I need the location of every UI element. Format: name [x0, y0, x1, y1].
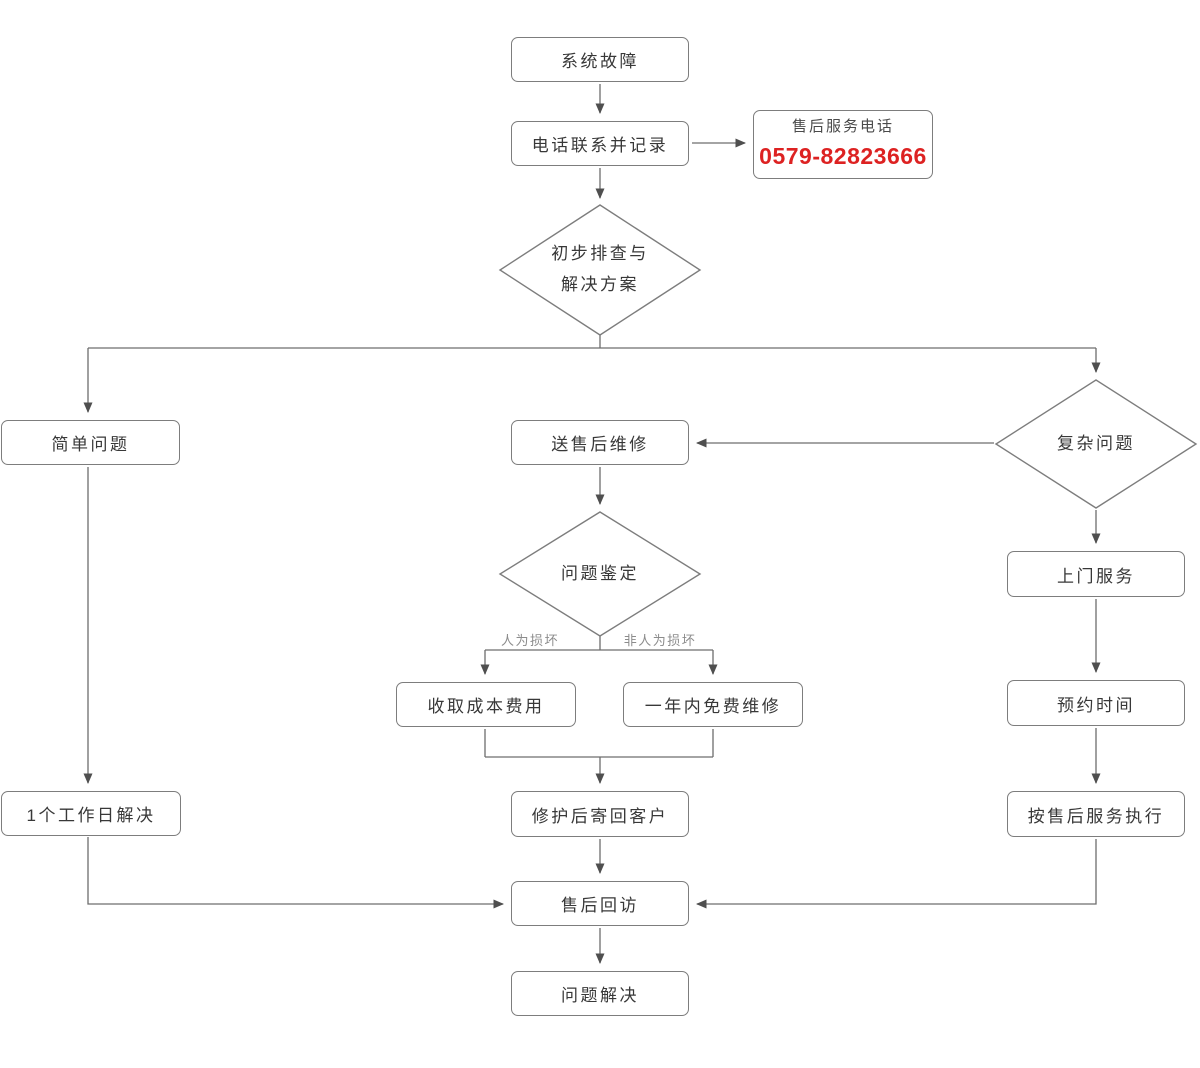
hotline-title: 售后服务电话 [791, 118, 894, 135]
hotline-number: 0579-82823666 [759, 142, 927, 169]
node-return-customer: 修护后寄回客户 [511, 791, 689, 837]
node-followup: 售后回访 [511, 881, 689, 926]
edge-execute-to-followup [696, 839, 1097, 909]
node-door-service: 上门服务 [1007, 551, 1185, 597]
node-simple-problem: 简单问题 [1, 420, 180, 465]
node-one-day-resolve: 1个工作日解决 [1, 791, 181, 836]
diamond-complex-shape [994, 379, 1198, 509]
node-phone-contact-label: 电话联系并记录 [531, 136, 669, 155]
node-return-customer-label: 修护后寄回客户 [531, 806, 669, 826]
node-solved-label: 问题解决 [561, 986, 639, 1005]
node-charge-cost-label: 收取成本费用 [427, 697, 545, 716]
node-charge-cost: 收取成本费用 [396, 682, 576, 727]
node-send-repair: 送售后维修 [511, 420, 689, 465]
node-free-repair: 一年内免费维修 [623, 682, 803, 727]
edge-label-human-damage: 人为损坏 [500, 633, 559, 648]
node-hotline-info: 售后服务电话 0579-82823666 [753, 110, 933, 179]
diamond-triage-shape [498, 204, 702, 336]
node-system-fault: 系统故障 [511, 37, 689, 82]
node-send-repair-label: 送售后维修 [551, 435, 649, 454]
node-free-repair-label: 一年内免费维修 [644, 697, 782, 716]
node-phone-contact: 电话联系并记录 [511, 121, 689, 166]
node-one-day-resolve-label: 1个工作日解决 [26, 806, 156, 825]
node-execute-sop-label: 按售后服务执行 [1027, 806, 1165, 826]
node-system-fault-label: 系统故障 [561, 52, 639, 71]
node-simple-problem-label: 简单问题 [51, 435, 130, 454]
node-appointment: 预约时间 [1007, 680, 1185, 726]
edge-label-non-human-damage: 非人为损坏 [623, 633, 697, 648]
node-appointment-label: 预约时间 [1057, 695, 1135, 715]
diamond-identify-shape [498, 511, 702, 637]
node-door-service-label: 上门服务 [1057, 566, 1135, 586]
node-followup-label: 售后回访 [561, 896, 639, 915]
edge-oneday-to-followup [87, 837, 504, 909]
node-solved: 问题解决 [511, 971, 689, 1016]
node-execute-sop: 按售后服务执行 [1007, 791, 1185, 837]
